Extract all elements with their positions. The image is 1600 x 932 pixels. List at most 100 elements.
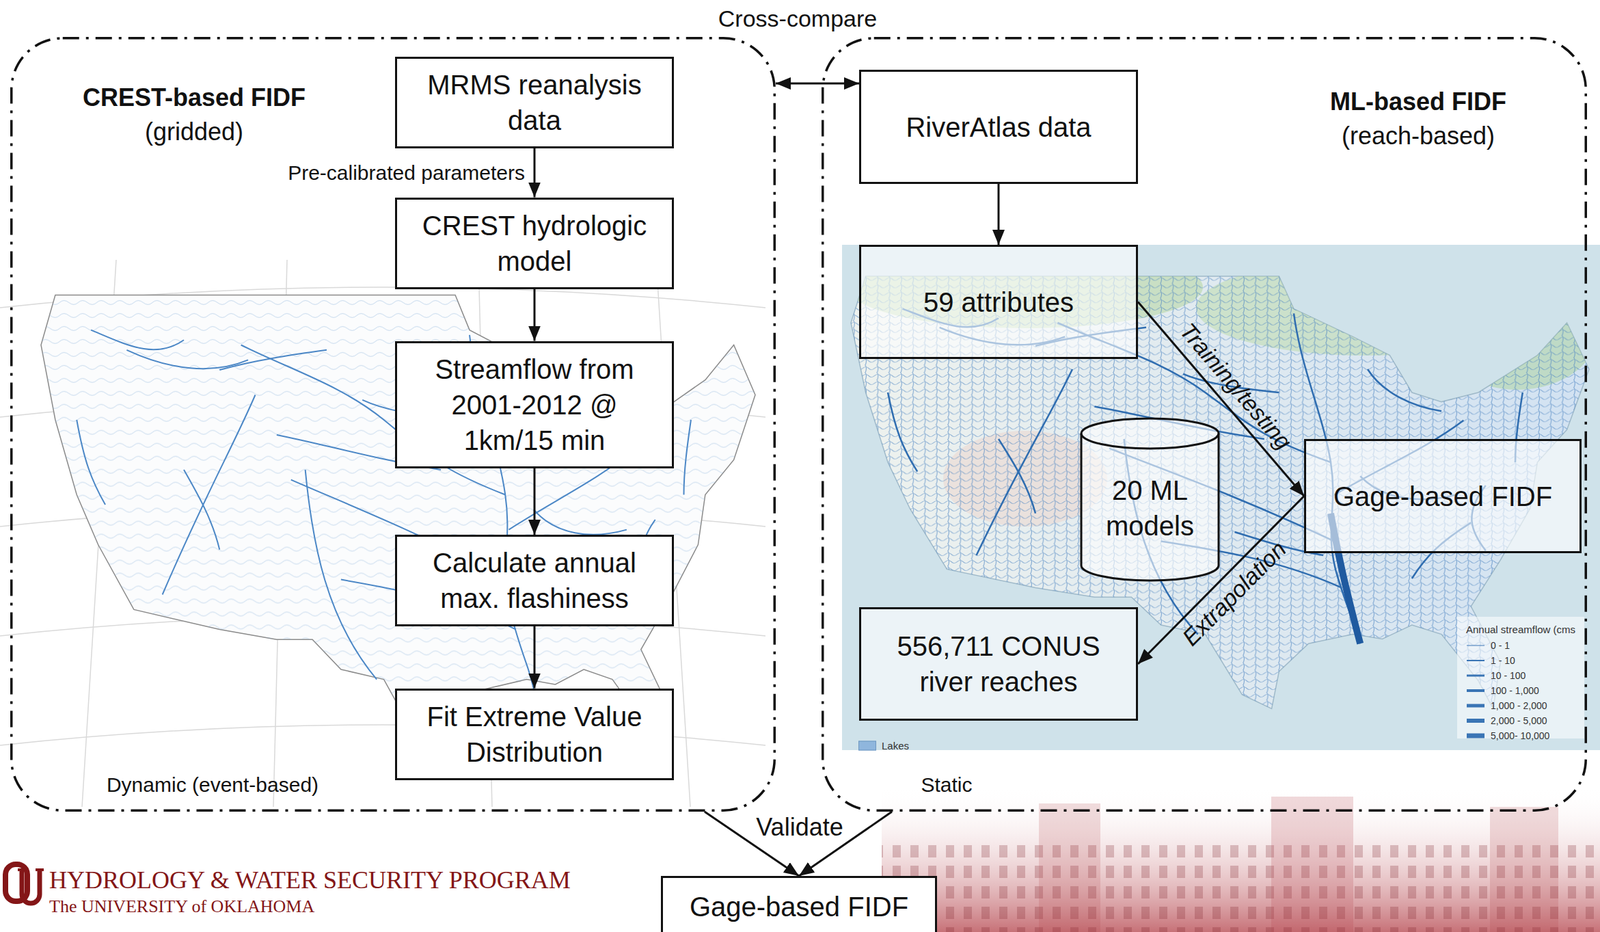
legend-line-sample [1466,640,1486,650]
text-holder: 556,711 CONUS river reaches [861,622,1136,705]
campus-building [881,785,1600,932]
process-box: Fit Extreme Value Distribution [395,688,674,780]
legend-entry: 1,000 - 2,000 [1466,699,1548,711]
data-box: RiverAtlas data [859,69,1138,184]
text-holder: MRMS reanalysis data [397,61,672,144]
region-title: ML-based FIDF [1260,84,1576,119]
legend-swatch [858,740,877,750]
legend-text: 100 - 1,000 [1490,684,1540,696]
building-tower [1489,806,1559,932]
ou-logo [5,863,44,903]
edge-label: Pre-calibrated parameters [287,161,525,185]
legend-entry: Lakes [858,739,910,752]
node-text: RiverAtlas data [877,109,1120,145]
text-holder: 59 attributes [861,278,1136,326]
node-text: 20 ML models [1090,472,1210,544]
legend-title: Annual streamflow (cms [1466,623,1576,635]
database-cylinder: 20 ML models [1079,418,1220,582]
connector-arrow [775,82,860,85]
node-text: 556,711 CONUS river reaches [877,628,1120,700]
text-holder: Streamflow from 2001-2012 @ 1km/15 min [397,345,672,464]
legend-entry: 5,000- 10,000 [1466,729,1550,741]
edge-label: Cross-compare [718,5,877,33]
output-box: 556,711 CONUS river reaches [859,606,1138,721]
mode-note: Dynamic (event-based) [106,773,319,797]
legend-line [1466,703,1485,708]
legend-text: 5,000- 10,000 [1490,729,1550,741]
node-text: Streamflow from 2001-2012 @ 1km/15 min [413,351,656,458]
edge-label: Extrapolation [1177,535,1292,651]
connector-arrow [533,148,536,198]
legend-text: Lakes [881,739,910,752]
text-holder: 20 ML models [1079,451,1220,564]
legend-entry: 2,000 - 5,000 [1466,714,1548,726]
connector-arrow [533,289,536,342]
crest-grid-map [0,259,766,807]
legend-entry: 0 - 1 [1466,639,1510,651]
node-text: MRMS reanalysis data [413,66,656,139]
legend-line [1466,674,1485,677]
logo-serif [17,868,44,871]
legend-text: 0 - 1 [1490,639,1510,651]
legend-line-sample [1466,670,1486,681]
legend-line [1466,718,1485,723]
process-box: Streamflow from 2001-2012 @ 1km/15 min [395,341,674,469]
cylinder-rim [1081,433,1219,449]
legend-line [1466,645,1485,646]
output-box: Gage-based FIDF [1304,438,1582,553]
legend-line-sample [1466,685,1486,696]
rivers [76,330,691,690]
legend-text: 1,000 - 2,000 [1490,699,1548,711]
region-heading: ML-based FIDF(reach-based) [1260,84,1576,154]
edge-label: Training/testing [1174,317,1297,455]
process-box: CREST hydrologic model [395,197,674,290]
legend-line [1466,659,1485,661]
process-box: MRMS reanalysis data [395,56,674,149]
node-text: 59 attributes [877,284,1120,320]
edge-label: Validate [755,812,843,842]
building-body [881,785,1600,932]
legend-line [1466,688,1485,692]
text-holder: CREST hydrologic model [397,202,672,285]
mode-note: Static [920,773,972,797]
region-panel: CREST-based FIDF(gridded) MRMS reanalysis… [10,36,776,812]
node-text: Fit Extreme Value Distribution [413,698,656,770]
legend-entry: 1 - 10 [1466,654,1516,666]
logo-u [21,869,40,903]
text-holder: RiverAtlas data [861,103,1136,151]
region-subtitle: (gridded) [36,114,352,149]
legend-panel [1457,616,1585,739]
node-text: Calculate annual max. flashiness [413,544,656,616]
text-holder: Gage-based FIDF [662,883,935,930]
legend-line-sample [1466,655,1486,666]
text-holder: Fit Extreme Value Distribution [397,693,672,776]
process-box: Calculate annual max. flashiness [395,534,674,627]
building-tower [1271,796,1354,932]
region-panel: ML-based FIDF(reach-based) RiverAtlas dat… [821,36,1588,812]
university-name: The UNIVERSITY of OKLAHOMA [49,896,315,917]
region-heading: CREST-based FIDF(gridded) [36,80,352,149]
connector-arrow [533,626,536,689]
cylinder-body [1081,418,1219,581]
process-box: 59 attributes [859,244,1138,359]
riveratlas-map [842,244,1600,750]
program-name: HYDROLOGY & WATER SECURITY PROGRAM [49,865,571,894]
text-holder: Gage-based FIDF [1306,472,1580,520]
node-text: CREST hydrologic model [413,207,656,279]
legend-text: 2,000 - 5,000 [1490,714,1548,726]
legend-line-sample [1466,700,1486,711]
legend-entry: 100 - 1,000 [1466,684,1540,696]
dash-dot-border [11,38,776,811]
legend-text: 10 - 100 [1490,669,1526,681]
building-tower [1038,803,1101,932]
connector-arrow [997,183,1000,245]
node-text: Gage-based FIDF [1317,478,1569,514]
ocean [842,244,1600,750]
legend-line-sample [1466,730,1486,741]
output-box: Gage-based FIDF [660,875,938,932]
node-text: Gage-based FIDF [673,888,925,925]
dash-dot-border [822,38,1587,811]
text-holder: Calculate annual max. flashiness [397,539,672,622]
